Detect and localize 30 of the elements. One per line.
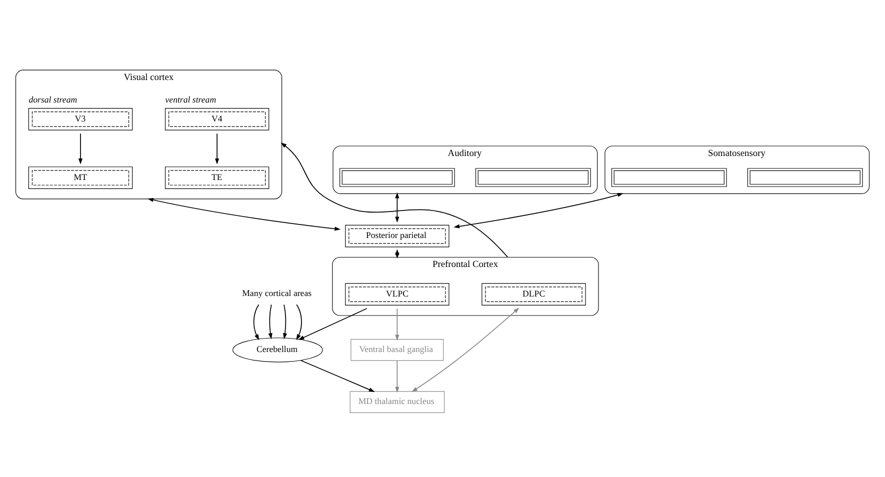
arrow <box>395 308 400 340</box>
arrow <box>78 132 83 164</box>
node-box: MT <box>28 166 133 188</box>
arrow <box>300 359 375 392</box>
node-box: DLPC <box>482 282 586 305</box>
node-box: Posterior parietal <box>345 224 450 247</box>
arrow <box>412 307 520 392</box>
node-box: Ventral basal ganglia <box>350 338 444 360</box>
node-box: V4 <box>164 108 270 130</box>
arrow <box>395 192 400 222</box>
node-box: V3 <box>28 108 133 130</box>
arrow <box>147 197 341 230</box>
node-box: MD thalamic nucleus <box>350 390 445 412</box>
arrow <box>298 308 368 340</box>
node-label: dorsal stream <box>28 94 78 104</box>
node-label: ventral stream <box>165 94 216 104</box>
cluster: Somatosensory <box>604 145 870 194</box>
arrow <box>282 304 288 339</box>
arrow <box>253 304 260 340</box>
node-text: Many cortical areas <box>242 288 312 298</box>
node-ellipse: Cerebellum <box>232 337 323 362</box>
arrow <box>280 142 508 258</box>
arrow <box>296 304 302 340</box>
node-box: TE <box>164 166 270 188</box>
cluster: Auditory <box>332 145 598 194</box>
arrow <box>268 304 272 339</box>
arrow <box>454 192 624 228</box>
arrow <box>395 360 400 392</box>
arrow <box>215 132 220 164</box>
node-box: VLPC <box>345 282 450 305</box>
